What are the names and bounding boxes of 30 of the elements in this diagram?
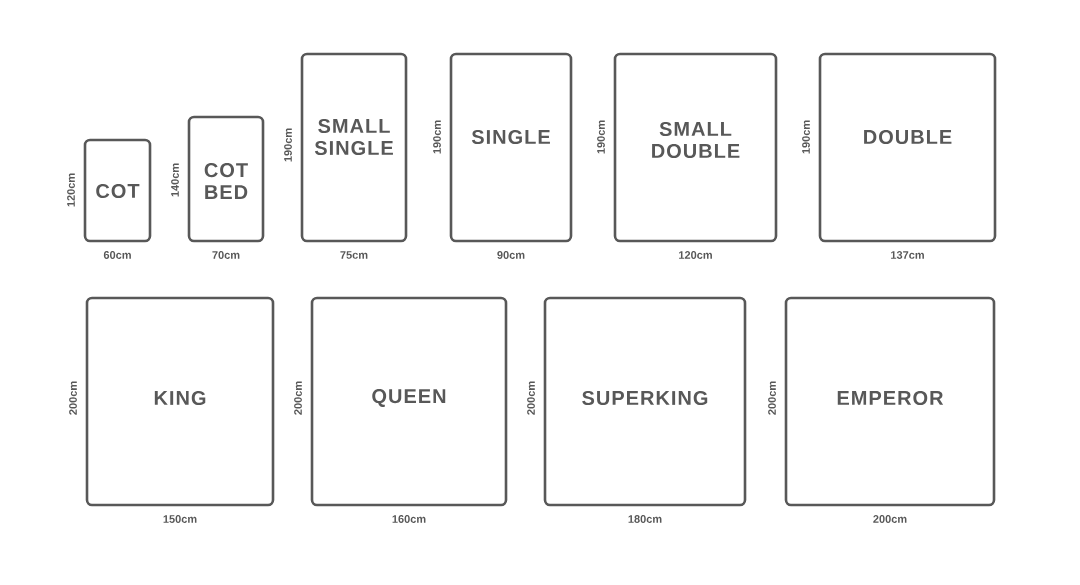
bed-size-box: COT [83, 138, 152, 243]
dimension-label: 200cm [294, 381, 302, 415]
dimension-label: 200cm [527, 381, 535, 415]
dimension-label: 190cm [802, 120, 810, 154]
dimension-label: 90cm [497, 251, 525, 259]
dimension-label: 190cm [433, 120, 441, 154]
dimension-label: 190cm [284, 128, 292, 162]
dimension-label: 180cm [628, 515, 662, 523]
dimension-label: 200cm [873, 515, 907, 523]
bed-size-box: KING [85, 296, 275, 507]
bed-size-box: EMPEROR [784, 296, 996, 507]
bed-size-box: SMALL SINGLE [300, 52, 408, 243]
dimension-label: 60cm [103, 251, 131, 259]
dimension-label: 200cm [768, 381, 776, 415]
dimension-label: 150cm [163, 515, 197, 523]
bed-size-box: QUEEN [310, 296, 508, 507]
dimension-label: 120cm [67, 173, 75, 207]
bed-size-box: SUPERKING [543, 296, 747, 507]
bed-size-box: COT BED [187, 115, 265, 243]
dimension-label: 70cm [212, 251, 240, 259]
bed-size-box: DOUBLE [818, 52, 997, 243]
dimension-label: 190cm [597, 120, 605, 154]
dimension-label: 75cm [340, 251, 368, 259]
dimension-label: 140cm [171, 163, 179, 197]
dimension-label: 120cm [679, 251, 712, 259]
bed-size-box: SINGLE [449, 52, 573, 243]
bed-size-box: SMALL DOUBLE [613, 52, 778, 243]
dimension-label: 137cm [891, 251, 924, 259]
dimension-label: 160cm [392, 515, 426, 523]
dimension-label: 200cm [69, 381, 77, 415]
